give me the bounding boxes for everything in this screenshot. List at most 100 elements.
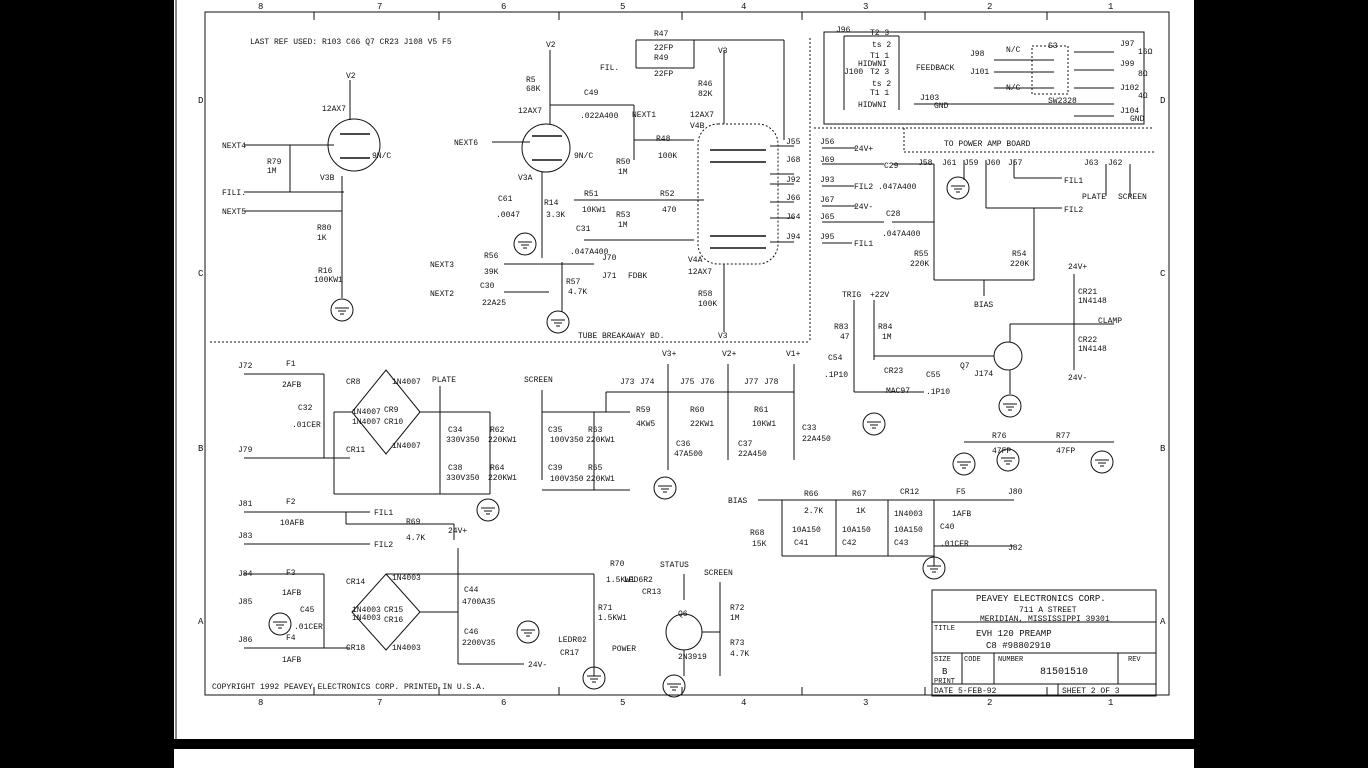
label-j60: J60 [986, 159, 1001, 168]
label-j84: J84 [238, 570, 253, 579]
label-j66: J66 [786, 194, 801, 203]
label-j63: J63 [1084, 159, 1099, 168]
label-ohm4: 4Ω [1138, 92, 1148, 101]
label-n4003c: 1N4003 [352, 614, 381, 623]
column-marker: 1 [1108, 2, 1113, 12]
label-cr12: CR12 [900, 488, 919, 497]
ground-icon [582, 666, 606, 690]
label-f3v: 1AFB [282, 589, 301, 598]
label-f4: F4 [286, 634, 296, 643]
label-r55v: 220K [910, 260, 929, 269]
label-next3: NEXT3 [430, 261, 454, 270]
label-v1p: V1+ [786, 350, 801, 359]
label-hidwni2: HIDWNI [858, 101, 887, 110]
label-j55: J55 [786, 138, 801, 147]
label-c32v: .01CER [292, 421, 321, 430]
circuit-wires [244, 31, 1145, 676]
label-v3p: V3+ [662, 350, 677, 359]
row-marker: B [198, 444, 204, 454]
label-r64: R64 [490, 464, 505, 473]
label-r14v: 3.3K [546, 211, 565, 220]
label-screen2: SCREEN [524, 376, 553, 385]
label-r14: R14 [544, 199, 559, 208]
label-n4003a: 1N4003 [392, 574, 421, 583]
label-c46: C46 [464, 628, 479, 637]
label-t12ax7d: 12AX7 [688, 268, 712, 277]
label-c39: C39 [548, 464, 563, 473]
label-r79: R79 [267, 158, 282, 167]
label-c49: C49 [584, 89, 599, 98]
label-j101: J101 [970, 68, 989, 77]
column-marker: 4 [741, 2, 746, 12]
column-marker: 7 [377, 698, 382, 708]
label-fdbk: FDBK [628, 272, 647, 281]
ground-icon [996, 448, 1020, 472]
label-next2: NEXT2 [430, 290, 454, 299]
label-fil2b: FIL2 [1064, 206, 1083, 215]
label-r72: R72 [730, 604, 745, 613]
label-cr22v: 1N4148 [1078, 345, 1107, 354]
label-j174: J174 [974, 370, 993, 379]
code-label: CODE [964, 656, 981, 664]
label-n4007d: 1N4007 [392, 442, 421, 451]
label-next1: NEXT1 [632, 111, 656, 120]
label-j59: J59 [964, 159, 979, 168]
row-marker: C [1160, 269, 1166, 279]
label-ledr02: LEDR02 [558, 636, 587, 645]
label-r77v: 47FP [1056, 447, 1075, 456]
label-t12ax7a: 12AX7 [322, 105, 346, 114]
row-marker: D [1160, 96, 1165, 106]
label-r68v: 15K [752, 540, 767, 549]
label-r77: R77 [1056, 432, 1071, 441]
label-c33: C33 [802, 424, 817, 433]
label-clamp: CLAMP [1098, 317, 1122, 326]
date-field: DATE 5-FEB-92 [934, 687, 997, 696]
label-p22: +22V [870, 291, 889, 300]
company-city: MERIDIAN, MISSISSIPPI 39301 [980, 615, 1110, 624]
ground-icon [952, 452, 976, 476]
label-c35v: 100V350 [550, 436, 584, 445]
label-r16v: 100KW1 [314, 276, 343, 285]
label-j73: J73 [620, 378, 635, 387]
ground-icon [330, 298, 354, 322]
label-r60: R60 [690, 406, 705, 415]
label-r56v: 39K [484, 268, 499, 277]
label-r57: R57 [566, 278, 581, 287]
label-j58: J58 [918, 159, 933, 168]
label-c28: C28 [886, 210, 901, 219]
column-marker: 4 [741, 698, 746, 708]
label-t23a: T2 3 [870, 29, 889, 38]
label-fil: FIL. [600, 64, 619, 73]
label-j71: J71 [602, 272, 617, 281]
label-c37v: 22A450 [738, 450, 767, 459]
label-c55v: .1P10 [926, 388, 950, 397]
label-r54v: 220K [1010, 260, 1029, 269]
label-r53v: 1M [618, 221, 628, 230]
label-r5: R5 [526, 76, 536, 85]
label-c43: C43 [894, 539, 909, 548]
label-q7: Q7 [960, 362, 970, 371]
ground-symbols [268, 176, 1114, 698]
company-name: PEAVEY ELECTRONICS CORP. [976, 594, 1106, 604]
label-j95: J95 [820, 233, 835, 242]
label-j80: J80 [1008, 488, 1023, 497]
label-t12ax7b: 12AX7 [518, 107, 542, 116]
label-hidwni1: HIDWNI [858, 60, 887, 69]
label-cr22: CR22 [1078, 336, 1097, 345]
copyright-note: COPYRIGHT 1992 PEAVEY ELECTRONICS CORP. … [212, 683, 486, 692]
label-j85: J85 [238, 598, 253, 607]
ground-icon [476, 498, 500, 522]
label-cr9: CR9 [384, 406, 399, 415]
tube-board-note: TUBE BREAKAWAY BD. [578, 332, 664, 341]
label-r65: R65 [588, 464, 603, 473]
label-nca: N/C [1006, 46, 1021, 55]
label-s3: S3 [1048, 42, 1058, 51]
label-c41: C41 [794, 539, 809, 548]
label-j69: J69 [820, 156, 835, 165]
number-value: 81501510 [1040, 667, 1088, 678]
label-r47v: 22FP [654, 44, 673, 53]
label-trig: TRIG [842, 291, 861, 300]
label-t12ax7c: 12AX7 [690, 111, 714, 120]
